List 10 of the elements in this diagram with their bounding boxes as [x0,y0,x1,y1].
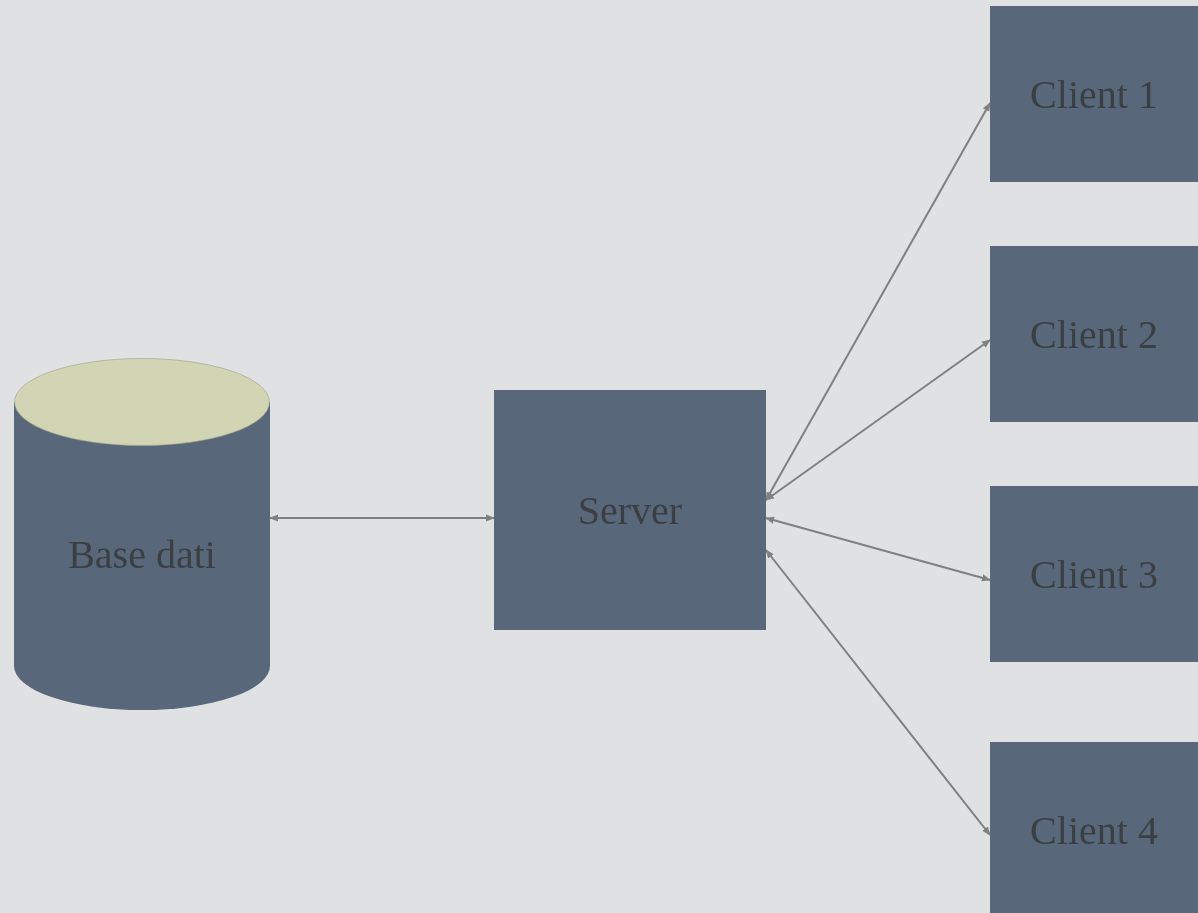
process-box [990,486,1198,662]
process-box [494,390,766,630]
double-arrow [765,516,991,582]
database-cylinder [14,358,270,710]
double-arrow [765,549,991,836]
double-arrow [269,514,495,522]
process-box [990,6,1198,182]
process-box [990,246,1198,422]
double-arrow [765,339,991,501]
process-box [990,742,1198,913]
